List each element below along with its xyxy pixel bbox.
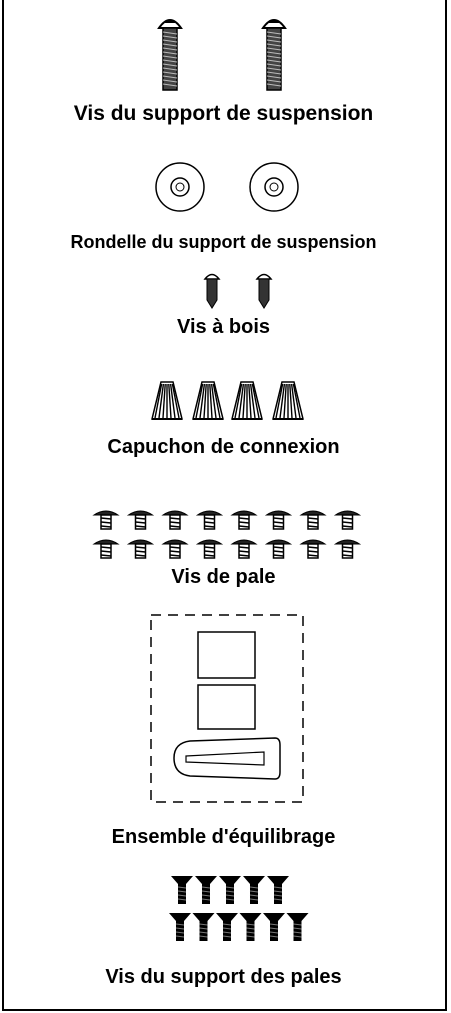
bracket-screw-icon (219, 876, 241, 904)
blade-screw-icon (299, 538, 327, 559)
balancing-weight-icon (197, 684, 256, 730)
label-wood-screws: Vis à bois (176, 316, 270, 338)
bracket-screw-icon (267, 876, 289, 904)
wood-screw-icon (203, 273, 221, 309)
wire-nut-icons (151, 381, 304, 420)
blade-screw-icon (92, 538, 120, 559)
balancing-kit-icon (150, 614, 304, 803)
blade-screw-icons (92, 509, 362, 559)
wire-nut-icon (231, 381, 263, 420)
bracket-screw-icon (195, 876, 217, 904)
label-hanger-washers: Rondelle du support de suspension (70, 232, 377, 252)
blade-screw-icon (264, 538, 293, 559)
wood-screw-icons (203, 273, 273, 309)
blade-screw-icon (299, 509, 327, 530)
label-hanger-screws: Vis du support de suspension (73, 102, 374, 125)
bracket-screw-icon (239, 913, 262, 941)
bracket-screw-icon (216, 913, 238, 941)
washer-icon (249, 162, 299, 212)
bracket-screw-icon (171, 876, 193, 904)
bracket-screw-icon (243, 876, 265, 904)
blade-screw-icon (195, 538, 224, 559)
blade-screw-icon (333, 538, 362, 559)
kit-dashed-frame (150, 614, 304, 803)
label-wire-nuts: Capuchon de connexion (107, 436, 340, 458)
wire-nut-icon (151, 381, 183, 420)
blade-screw-icon (161, 538, 189, 559)
washer-icon (155, 162, 205, 212)
label-blade-bracket-screws: Vis du support des pales (105, 966, 342, 988)
balancing-weight-icon (197, 631, 256, 679)
bracket-screw-icon (263, 913, 285, 941)
hanger-screw-icon (261, 19, 287, 91)
blade-screw-icon (195, 509, 224, 530)
bracket-screw-icon (169, 913, 191, 941)
blade-screw-icon (126, 509, 155, 530)
blade-screw-icon (230, 509, 258, 530)
wood-screw-icon (255, 273, 273, 309)
blade-screw-icon (126, 538, 155, 559)
bracket-screw-icon (286, 913, 309, 941)
blade-screw-icon (333, 509, 362, 530)
blade-screw-icon (264, 509, 293, 530)
bracket-screw-icons (169, 876, 309, 941)
hanger-screw-icon (157, 19, 183, 91)
hanger-screw-icons (157, 19, 287, 91)
wire-nut-icon (192, 381, 224, 420)
washer-icons (155, 162, 299, 212)
blade-screw-icon (92, 509, 120, 530)
label-blade-screws: Vis de pale (171, 566, 276, 588)
bracket-screw-icon (192, 913, 215, 941)
blade-screw-icon (230, 538, 258, 559)
balancing-clip-icon (173, 737, 281, 780)
label-balancing-kit: Ensemble d'équilibrage (111, 826, 336, 848)
blade-screw-icon (161, 509, 189, 530)
wire-nut-icon (272, 381, 304, 420)
